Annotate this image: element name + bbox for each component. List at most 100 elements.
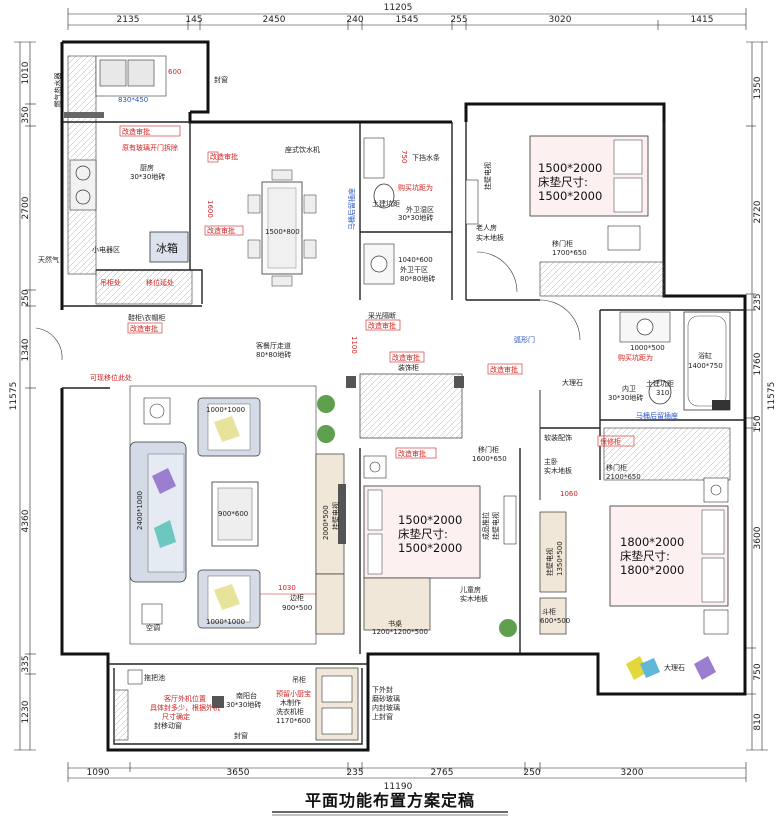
water-dispenser: 座式饮水机 xyxy=(285,145,320,154)
master-tv-size: 1350*500 xyxy=(556,541,564,576)
cushion xyxy=(154,520,176,548)
corridor-modify: 改造审批 xyxy=(490,365,518,374)
page-title: 平面功能布置方案定稿 xyxy=(305,791,475,810)
top-dim-4: 240 xyxy=(346,15,363,25)
mop-pool: 拖把池 xyxy=(144,673,165,682)
master-bed-line3: 1800*2000 xyxy=(620,563,684,577)
kids-bed-line2: 床垫尺寸: xyxy=(398,527,448,541)
ensuite-socket: 马桶后留插座 xyxy=(636,411,678,420)
master-pillow xyxy=(701,509,725,555)
top-total: 11205 xyxy=(384,3,413,13)
bathroom-outer: 750 下挡水条 购买坑距为 土建坑距 外卫湿区 30*30地砖 马桶后留插座 … xyxy=(347,122,453,354)
top-dim-6: 255 xyxy=(450,15,467,25)
bottom-dim-6: 3200 xyxy=(621,768,644,778)
living-name: 客餐厅走道 xyxy=(256,341,291,350)
top-dim-3: 2450 xyxy=(263,15,286,25)
kitchen-name: 厨房 xyxy=(140,163,154,172)
armchair-top-size: 1000*1000 xyxy=(206,406,245,414)
plant-icon xyxy=(499,619,517,637)
master-bed-line1: 1800*2000 xyxy=(620,535,684,549)
kids-floor: 实木地板 xyxy=(460,594,488,603)
outer-pit: 土建坑距 xyxy=(372,199,400,208)
kids-name: 儿童房 xyxy=(460,585,481,594)
bottom-dim-5: 250 xyxy=(523,768,540,778)
top-dim-7: 3020 xyxy=(549,15,572,25)
bathtub-label: 浴缸 xyxy=(698,351,712,360)
dining-table-size: 1500*800 xyxy=(265,228,300,236)
bathroom-ensuite: 1000*500 浴缸 1400*750 购买坑距为 土建坑距 310 内卫 3… xyxy=(562,309,745,421)
balcony-ac-note-3: 尺寸确定 xyxy=(162,712,190,721)
partition-modify: 改造审批 xyxy=(368,321,396,330)
deco-cabinet-label: 装饰柜 xyxy=(398,363,419,372)
ensuite-floor: 30*30地砖 xyxy=(608,393,643,402)
kids-tv-icon xyxy=(503,495,517,545)
right-dim-5: 150 xyxy=(753,415,763,432)
side-cabinet-label: 边柜 xyxy=(290,593,304,602)
right-dim-3: 235 xyxy=(753,293,763,310)
left-dim-4: 250 xyxy=(21,289,31,306)
living-floor: 80*80地砖 xyxy=(256,350,291,359)
dryer-icon xyxy=(321,707,353,735)
bottom-dim-2: 3650 xyxy=(227,768,250,778)
elder-tv: 挂壁电视 xyxy=(483,162,492,190)
elder-tv-icon xyxy=(465,179,479,225)
bottom-dim-4: 2765 xyxy=(431,768,454,778)
shower-area xyxy=(363,137,385,179)
master-pillow xyxy=(701,557,725,603)
dining-chair xyxy=(303,194,317,214)
master-tv-label: 挂壁电视 xyxy=(545,548,554,576)
right-dim-4: 1760 xyxy=(753,352,763,375)
elder-pillow xyxy=(613,139,643,175)
side-cabinet xyxy=(315,573,345,635)
lamp-icon xyxy=(143,397,171,425)
arc-door-label: 弧形门 xyxy=(514,335,535,344)
bottom-dimension: 1090 3650 235 2765 250 3200 11190 xyxy=(67,762,747,792)
living-room: 鞋柜\衣帽柜 改造审批 可现移位此处 客餐厅走道 80*80地砖 2400*10… xyxy=(35,305,346,645)
bathtub-size: 1400*750 xyxy=(688,362,723,370)
ensuite-basin-size: 1000*500 xyxy=(630,344,665,352)
kids-wardrobe-label: 移门柜 xyxy=(478,445,499,454)
outer-dry-floor: 80*80地砖 xyxy=(400,274,435,283)
kids-tv-2: 挂壁电视 xyxy=(491,512,500,540)
partition-dim: 1100 xyxy=(350,336,358,354)
master-nightstand-2 xyxy=(703,609,729,635)
elder-door-swing xyxy=(476,251,518,293)
outer-walls xyxy=(60,40,747,752)
bottom-total: 11190 xyxy=(384,782,413,792)
kids-desk-label: 书桌 xyxy=(388,619,402,628)
elder-bed-line1: 1500*2000 xyxy=(538,161,602,175)
tv-cabinet-label: 挂壁电视 xyxy=(331,502,340,530)
fridge-icon xyxy=(149,231,189,263)
bottom-dim-3: 235 xyxy=(346,768,363,778)
master-bedroom: 保修柜 移门柜 2100*650 主卧 实木地板 1060 1800*2000 … xyxy=(539,420,731,680)
arc-door xyxy=(539,299,581,341)
top-dimension: 11205 2135 145 2450 240 1545 255 3020 14… xyxy=(67,3,747,30)
kitchen-stove xyxy=(69,159,97,211)
dining-modify-2: 改造审批 xyxy=(207,226,235,235)
kitchen-modify: 改造审批 xyxy=(122,127,150,136)
outer-bath-socket: 马桶后留插座 xyxy=(347,188,356,230)
master-dresser-size: 600*500 xyxy=(540,617,570,625)
right-dim-8: 810 xyxy=(753,713,763,730)
entry-door-swing xyxy=(35,327,63,361)
armchair-bottom-size: 1000*1000 xyxy=(206,618,245,626)
sofa-size: 2400*1000 xyxy=(136,491,144,530)
elder-nightstand xyxy=(607,225,641,251)
kitchen-glass-note: 原有玻璃开门拆除 xyxy=(122,143,178,152)
kitchen-sink-left xyxy=(99,59,127,87)
left-dim-8: 1230 xyxy=(21,700,31,723)
right-dim-2: 2720 xyxy=(753,200,763,223)
shoe-cabinet: 鞋柜\衣帽柜 xyxy=(128,313,165,322)
kitchen: 830*450 600 封窗 燃气热水器 改造审批 原有玻璃开门拆除 厨房 30… xyxy=(38,55,228,305)
dining-chair xyxy=(247,194,261,214)
dining-area: 改造审批 改造审批 座式饮水机 1500*800 xyxy=(204,145,320,287)
balcony-seal2: 封移动窗 xyxy=(154,721,182,730)
balcony-ac-note-2: 具体封多少，根据外机 xyxy=(150,703,220,712)
left-dimension: 1010 350 2700 250 1340 4360 335 1230 115… xyxy=(9,41,36,751)
shower-curtain: 下挡水条 xyxy=(412,153,440,162)
outer-toilet-note: 购买坑距为 xyxy=(398,183,433,192)
ensuite-toilet-note: 购买坑距为 xyxy=(618,353,653,362)
elder-bed-line3: 1500*2000 xyxy=(538,189,602,203)
kids-modify: 改造审批 xyxy=(398,449,426,458)
